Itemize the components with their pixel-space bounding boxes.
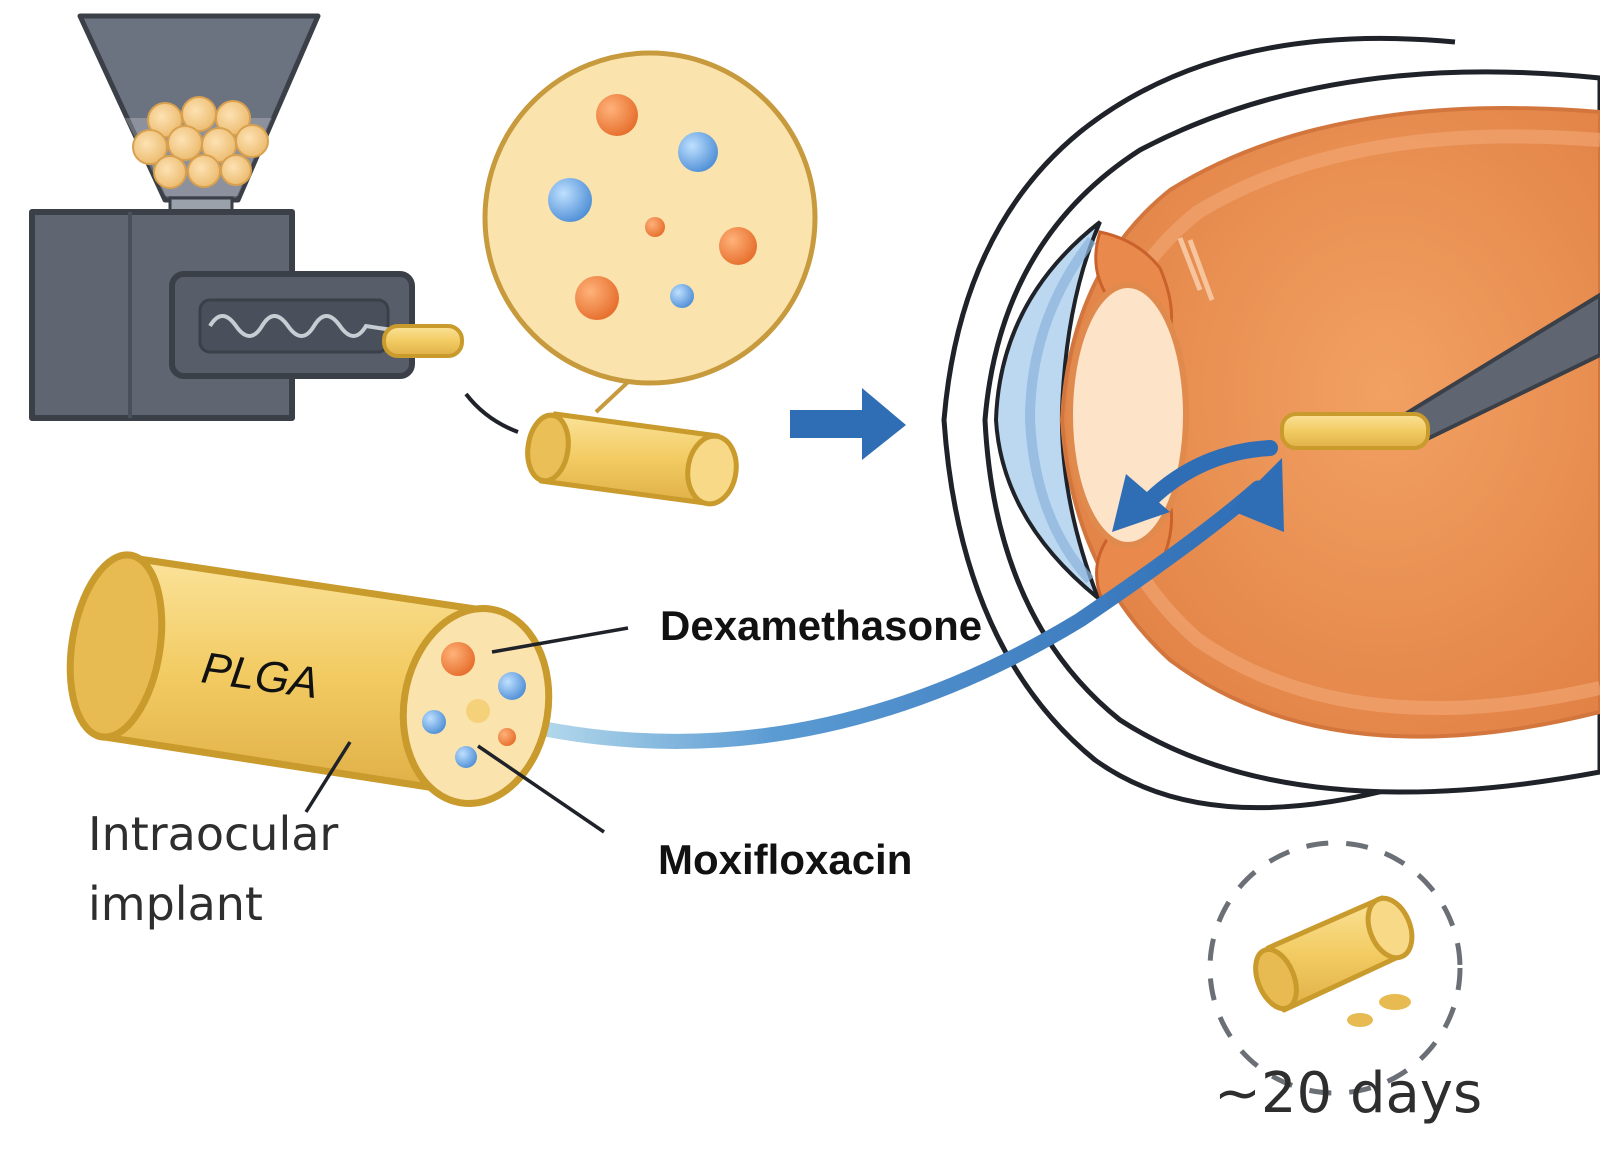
connector-arc bbox=[464, 392, 519, 434]
moxifloxacin-particle bbox=[455, 746, 477, 768]
dexamethasone-label: Dexamethasone bbox=[660, 602, 982, 649]
implant-label-line2: implant bbox=[88, 877, 263, 931]
delivery-arrow-head bbox=[1230, 458, 1284, 532]
implanted-rod bbox=[1280, 412, 1430, 450]
eye-icon bbox=[941, 35, 1600, 811]
degraded-fragment bbox=[1379, 994, 1411, 1010]
implant-small-icon bbox=[525, 411, 739, 507]
intraocular-implant-icon: PLGA bbox=[66, 551, 553, 807]
polymer-pellets bbox=[132, 96, 269, 189]
lens bbox=[1067, 282, 1189, 548]
moxifloxacin-particle bbox=[422, 710, 446, 734]
delivery-arrow bbox=[504, 480, 1266, 749]
degradation-icon bbox=[1207, 840, 1463, 1096]
duration-label: ~20 days bbox=[1214, 1061, 1482, 1126]
moxifloxacin-particle bbox=[670, 284, 694, 308]
magnifier-handle bbox=[594, 380, 630, 414]
magnifier-icon bbox=[482, 50, 818, 414]
extrusion-screw bbox=[208, 314, 393, 338]
dexamethasone-particle bbox=[498, 728, 516, 746]
dexamethasone-particle bbox=[466, 699, 490, 723]
dexamethasone-particle bbox=[575, 276, 619, 320]
extruded-filament bbox=[382, 324, 464, 358]
dexamethasone-particle bbox=[441, 642, 475, 676]
extruder-icon bbox=[29, 13, 464, 421]
dexamethasone-particle bbox=[645, 217, 665, 237]
release-arrow-icon bbox=[1142, 440, 1278, 508]
dashed-timer-circle bbox=[1207, 840, 1463, 1096]
dexamethasone-leader bbox=[491, 626, 629, 654]
degraded-fragment bbox=[1347, 1013, 1373, 1027]
moxifloxacin-particle bbox=[678, 132, 718, 172]
moxifloxacin-leader bbox=[477, 744, 605, 834]
implant-leader bbox=[304, 741, 352, 813]
dexamethasone-particle bbox=[719, 227, 757, 265]
dexamethasone-particle bbox=[596, 94, 638, 136]
moxifloxacin-particle bbox=[498, 672, 526, 700]
magnified-section bbox=[482, 50, 818, 386]
process-arrow-icon bbox=[790, 388, 906, 460]
implant-label-line1: Intraocular bbox=[88, 807, 338, 861]
moxifloxacin-label: Moxifloxacin bbox=[658, 836, 912, 883]
eye-outer-line bbox=[941, 35, 1456, 811]
moxifloxacin-particle bbox=[548, 178, 592, 222]
cornea bbox=[993, 220, 1103, 605]
